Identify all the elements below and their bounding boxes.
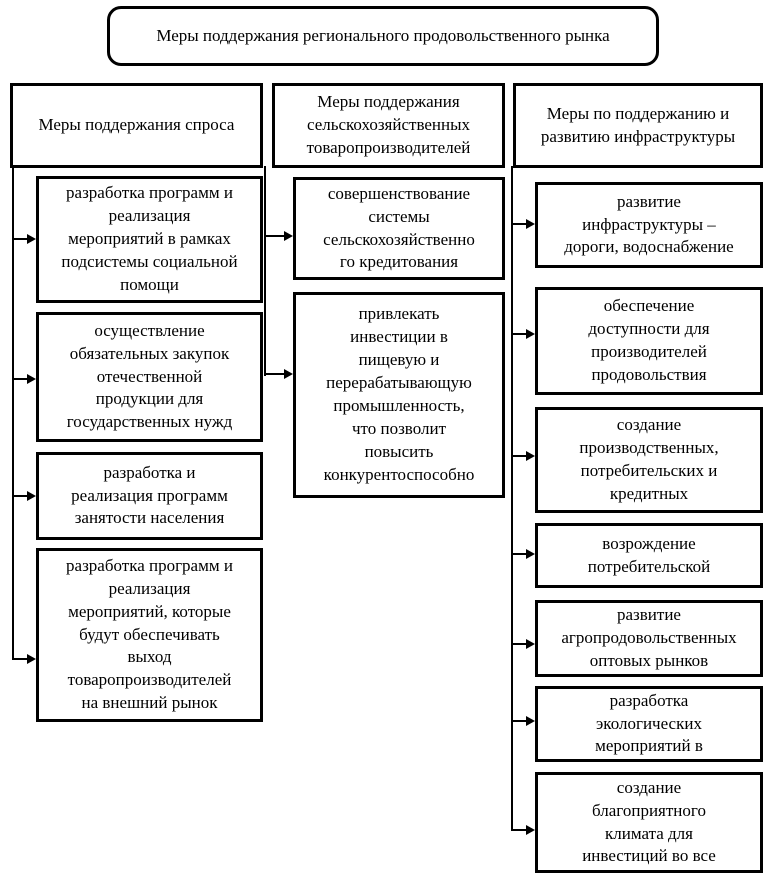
infrastructure-item-cooperatives: создание производственных, потребительск… <box>535 407 763 513</box>
producer-item-investments: привлекать инвестиции в пищевую и перера… <box>293 292 505 498</box>
demand-item-employment-programs: разработка и реализация программ занятос… <box>36 452 263 540</box>
connector-line-column3 <box>511 166 513 831</box>
infrastructure-item-consumer-revival: возрождение потребительской <box>535 523 763 588</box>
connector-arrow-icon <box>511 825 535 835</box>
infrastructure-item-ecology-measures: разработка экологических мероприятий в <box>535 686 763 762</box>
connector-arrow-icon <box>12 491 36 501</box>
connector-line-column2 <box>264 166 266 376</box>
connector-arrow-icon <box>511 219 535 229</box>
demand-item-export-programs: разработка программ и реализация меропри… <box>36 548 263 722</box>
connector-arrow-icon <box>511 451 535 461</box>
connector-line-column1 <box>12 166 14 660</box>
connector-arrow-icon <box>511 329 535 339</box>
connector-arrow-icon <box>12 374 36 384</box>
infrastructure-item-producer-access: обеспечение доступности для производител… <box>535 287 763 395</box>
diagram-title: Меры поддержания регионального продоволь… <box>107 6 659 66</box>
infrastructure-item-wholesale-markets: развитие агропродовольственных оптовых р… <box>535 600 763 677</box>
producer-item-credit-system: совершенствование системы сельскохозяйст… <box>293 177 505 280</box>
infrastructure-item-investment-climate: создание благоприятного климата для инве… <box>535 772 763 873</box>
connector-arrow-icon <box>12 234 36 244</box>
demand-item-social-help-programs: разработка программ и реализация меропри… <box>36 176 263 303</box>
infrastructure-item-roads-water: развитие инфраструктуры – дороги, водосн… <box>535 182 763 268</box>
connector-arrow-icon <box>264 369 293 379</box>
connector-arrow-icon <box>264 231 293 241</box>
demand-item-state-purchases: осуществление обязательных закупок отече… <box>36 312 263 442</box>
connector-arrow-icon <box>511 639 535 649</box>
column-header-demand-measures: Меры поддержания спроса <box>10 83 263 168</box>
connector-arrow-icon <box>12 654 36 664</box>
connector-arrow-icon <box>511 549 535 559</box>
column-header-infrastructure-measures: Меры по поддержанию и развитию инфрастру… <box>513 83 763 168</box>
connector-arrow-icon <box>511 716 535 726</box>
column-header-producer-measures: Меры поддержания сельскохозяйственных то… <box>272 83 505 168</box>
